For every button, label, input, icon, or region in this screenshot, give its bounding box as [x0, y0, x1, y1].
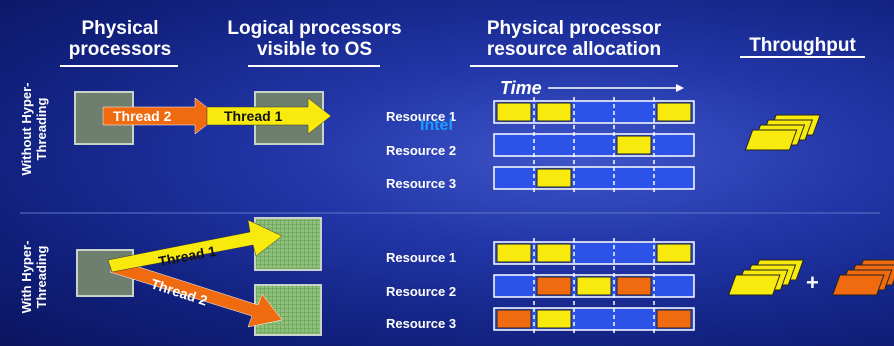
- time-label: Time: [500, 78, 542, 98]
- resource-1-label-bottom: Resource 1: [386, 250, 457, 265]
- header-allocation-line2: resource allocation: [486, 39, 662, 60]
- without-slot-r1-c2: [536, 102, 572, 122]
- without-slot-r2-c4: [616, 135, 652, 155]
- without-slot-r1-c5: [656, 102, 692, 122]
- thread-2-arrow-bottom: [109, 259, 283, 328]
- throughput-without-card-1: [744, 129, 798, 151]
- header-physical-processors: Physical processors: [55, 18, 185, 60]
- resource-3-label-bottom: Resource 3: [386, 316, 457, 331]
- header-physical-line2: processors: [68, 39, 172, 60]
- resource-1-label-top: Resource 1: [386, 109, 457, 124]
- header-logical-processors: Logical processors visible to OS: [212, 18, 417, 60]
- header-resource-allocation: Physical processor resource allocation: [465, 18, 683, 60]
- header-logical-line1: Logical processors: [227, 18, 402, 39]
- resource-3-label-top: Resource 3: [386, 176, 457, 191]
- thread-1-arrow-bottom: [107, 219, 283, 273]
- with-slot-r1-c5: [656, 243, 692, 263]
- throughput-stack-without: [744, 114, 821, 151]
- header-physical-line1: Physical: [81, 18, 159, 39]
- with-slot-r1-c1: [496, 243, 532, 263]
- row-label-with: With Hyper- Threading: [19, 240, 49, 314]
- without-lane-2: [493, 133, 695, 157]
- with-slot-r3-c5: [656, 309, 692, 329]
- header-allocation-line1: Physical processor: [486, 18, 662, 39]
- thread-2-arrow-top: [102, 97, 219, 135]
- throughput-stack-with-orange: [831, 259, 894, 296]
- header-logical-line2: visible to OS: [256, 39, 373, 60]
- with-slot-r2-c3: [576, 276, 612, 296]
- resource-2-label-bottom: Resource 2: [386, 284, 457, 299]
- thread-1-arrow-top: [206, 97, 332, 135]
- without-slot-r3-c2: [536, 168, 572, 188]
- throughput-with-orange-card-1: [831, 274, 885, 296]
- throughput-stack-with-yellow: [727, 259, 805, 296]
- thread-1-label-top: Thread 1: [224, 108, 283, 124]
- time-arrowhead: [676, 84, 684, 92]
- intel-logo-overlay: Intel: [420, 117, 453, 134]
- header-throughput: Throughput: [749, 35, 856, 56]
- row-label-without: Without Hyper- Threading: [19, 82, 49, 176]
- allocation-lanes-with: [493, 238, 695, 334]
- without-slot-r1-c1: [496, 102, 532, 122]
- with-slot-r2-c2: [536, 276, 572, 296]
- plus-sign: +: [806, 270, 819, 295]
- with-slot-r2-c4: [616, 276, 652, 296]
- resource-2-label-top: Resource 2: [386, 143, 457, 158]
- allocation-lanes-without: [493, 97, 695, 193]
- with-slot-r3-c1: [496, 309, 532, 329]
- without-lane-3: [493, 166, 695, 190]
- throughput-with-yellow-card-1: [727, 274, 781, 296]
- thread-2-label-top: Thread 2: [113, 108, 172, 124]
- with-slot-r1-c2: [536, 243, 572, 263]
- with-slot-r3-c2: [536, 309, 572, 329]
